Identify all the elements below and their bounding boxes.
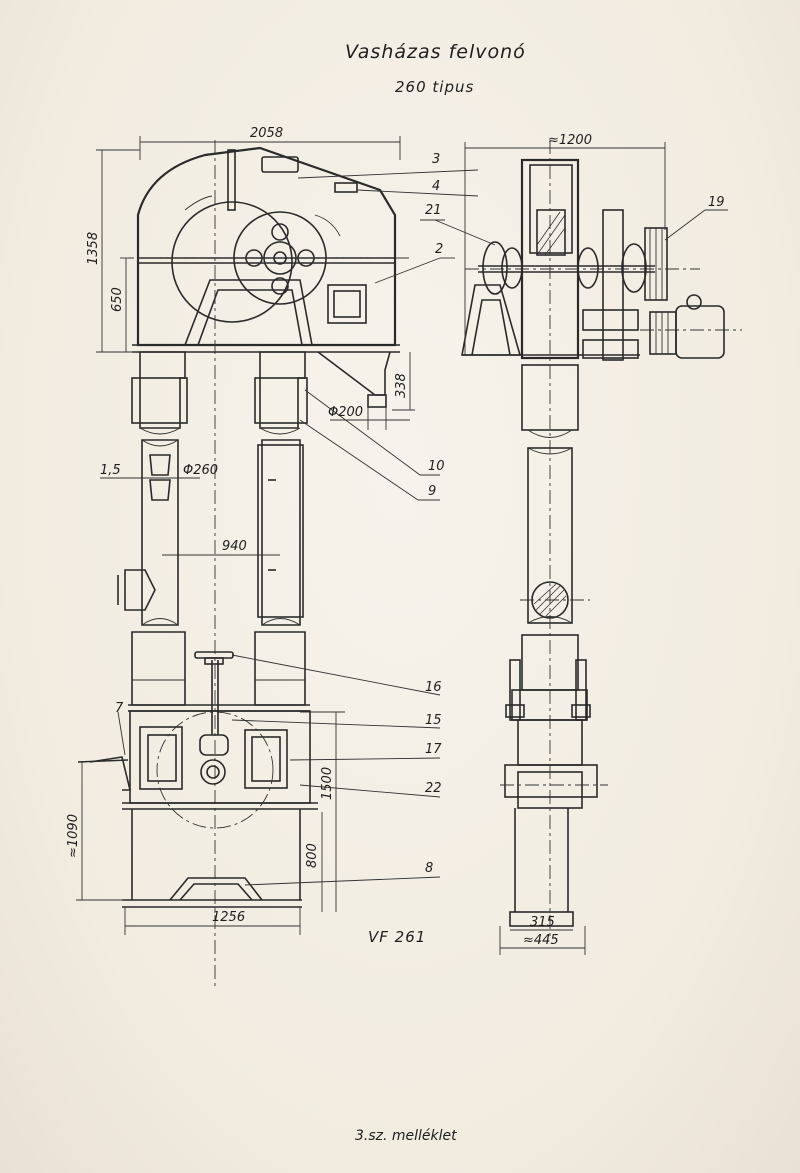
dim-base-width: 1256 [212, 910, 245, 925]
part-label-7: 7 [115, 701, 124, 716]
dim-side-width: ≈1200 [548, 133, 592, 148]
dim-overall-height: 1358 [86, 232, 101, 265]
part-label-8: 8 [425, 861, 433, 876]
part-label-15: 15 [425, 713, 442, 728]
part-label-4: 4 [432, 179, 440, 194]
part-label-16: 16 [425, 680, 442, 695]
dim-wall-thickness: 1,5 [100, 463, 121, 478]
dimension-lines [76, 136, 666, 955]
dim-foot-height: 800 [305, 843, 320, 868]
drawing-title: Vasházas felvonó [345, 41, 526, 63]
front-view-head [120, 140, 410, 990]
dim-boot-height: 1500 [320, 767, 335, 800]
part-label-3: 3 [432, 152, 440, 167]
dimension-texts: 2058 1358 650 338 Φ200 1,5 Φ260 940 1500… [66, 126, 592, 948]
part-labels: 3 4 21 2 19 10 9 16 15 17 22 7 8 [115, 152, 725, 876]
dim-side-base-outer: ≈445 [523, 933, 559, 948]
dim-inlet-height: ≈1090 [66, 814, 81, 858]
dim-overall-width: 2058 [250, 126, 283, 141]
dim-outlet-diameter: Φ200 [328, 405, 363, 420]
drawing-subtitle: 260 tipus [395, 78, 474, 96]
part-label-19: 19 [708, 195, 725, 210]
front-view-boot [77, 651, 318, 908]
drawing-code: VF 261 [368, 928, 426, 946]
part-label-17: 17 [425, 742, 442, 757]
dim-drum-height: 650 [110, 287, 125, 312]
part-label-22: 22 [425, 781, 442, 796]
dim-side-base-inner: 315 [530, 915, 555, 930]
dim-outlet-offset: 338 [394, 373, 409, 398]
dim-pipe-diameter: Φ260 [183, 463, 218, 478]
part-label-2: 2 [435, 242, 443, 257]
part-label-10: 10 [428, 459, 445, 474]
part-label-9: 9 [428, 484, 436, 499]
side-view [461, 140, 742, 940]
dim-axis-distance: 940 [222, 539, 247, 554]
leader-lines [117, 169, 728, 886]
appendix-label: 3.sz. melléklet [355, 1128, 457, 1144]
part-label-21: 21 [425, 203, 442, 218]
